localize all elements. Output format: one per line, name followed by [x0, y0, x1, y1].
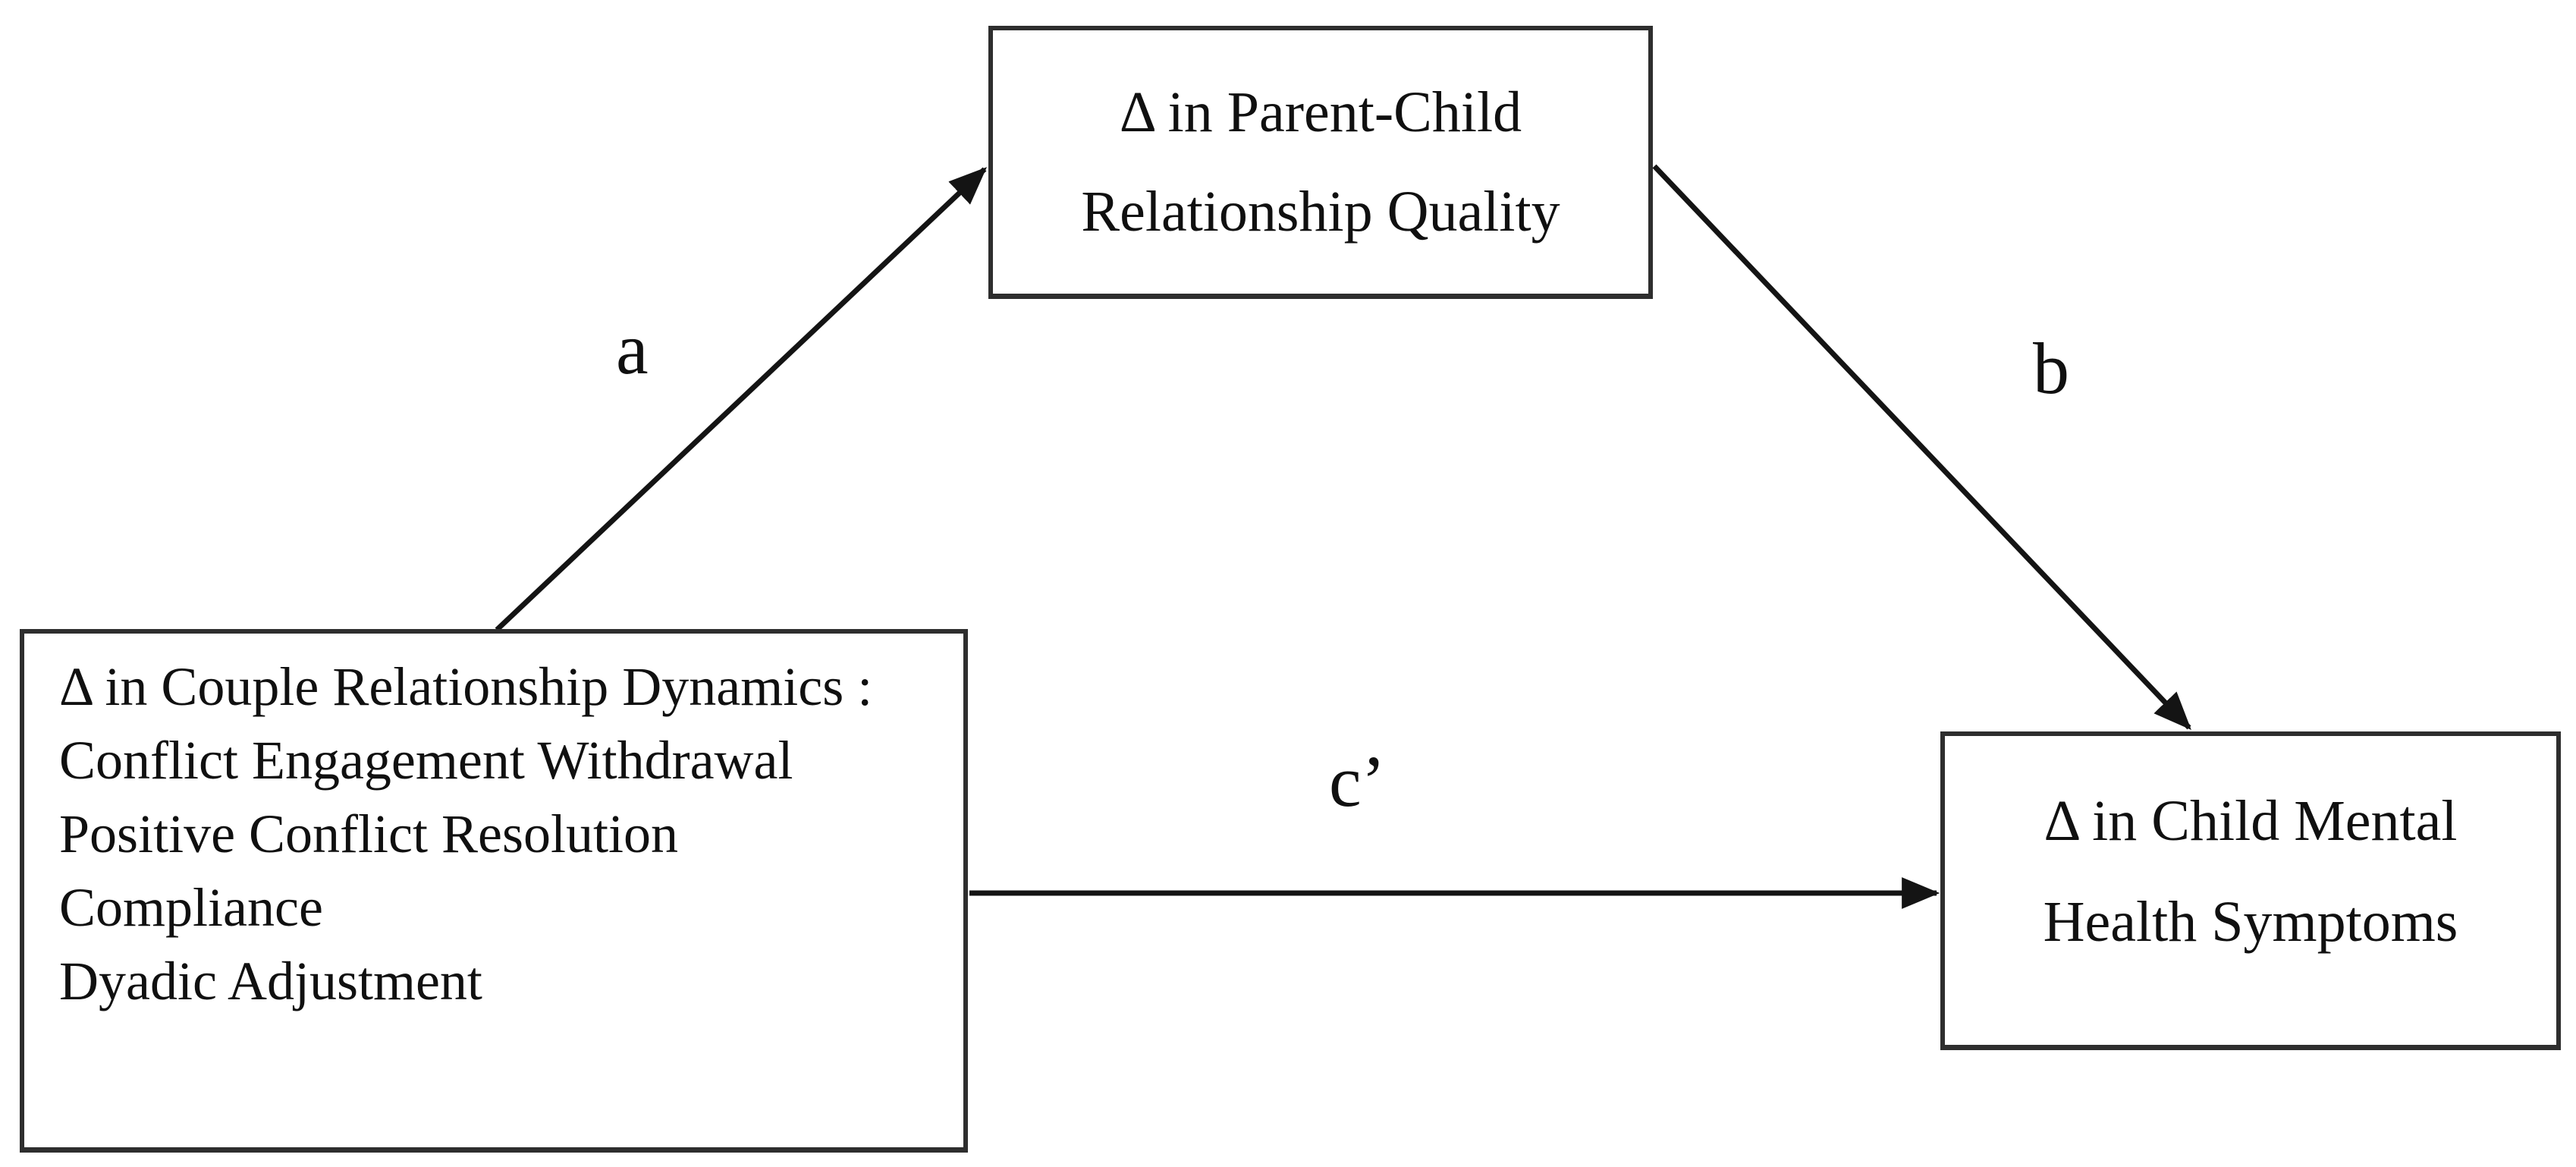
- path-c-prime-label: c’: [1329, 741, 1386, 822]
- path-b-label: b: [2033, 328, 2069, 409]
- mediator-box-line: Δ in Parent-Child: [1119, 80, 1522, 144]
- predictor-box-line: Δ in Couple Relationship Dynamics :: [59, 656, 873, 717]
- path-a-label: a: [616, 308, 649, 389]
- path-b-arrow: [1652, 164, 2191, 731]
- mediator-box: Δ in Parent-Child Relationship Quality: [988, 26, 1653, 299]
- predictor-box-line: Conflict Engagement Withdrawal: [59, 730, 793, 791]
- outcome-box: Δ in Child Mental Health Symptoms: [1940, 731, 2561, 1050]
- predictor-box: Δ in Couple Relationship Dynamics : Conf…: [20, 629, 968, 1153]
- predictor-box-line: Positive Conflict Resolution: [59, 804, 679, 864]
- predictor-box-line: Compliance: [59, 877, 323, 938]
- predictor-box-line: Dyadic Adjustment: [59, 951, 482, 1011]
- outcome-box-line: Health Symptoms: [2043, 889, 2458, 954]
- path-a-arrow: [495, 167, 988, 632]
- outcome-box-line: Δ in Child Mental: [2044, 788, 2458, 853]
- mediator-box-line: Relationship Quality: [1081, 179, 1560, 244]
